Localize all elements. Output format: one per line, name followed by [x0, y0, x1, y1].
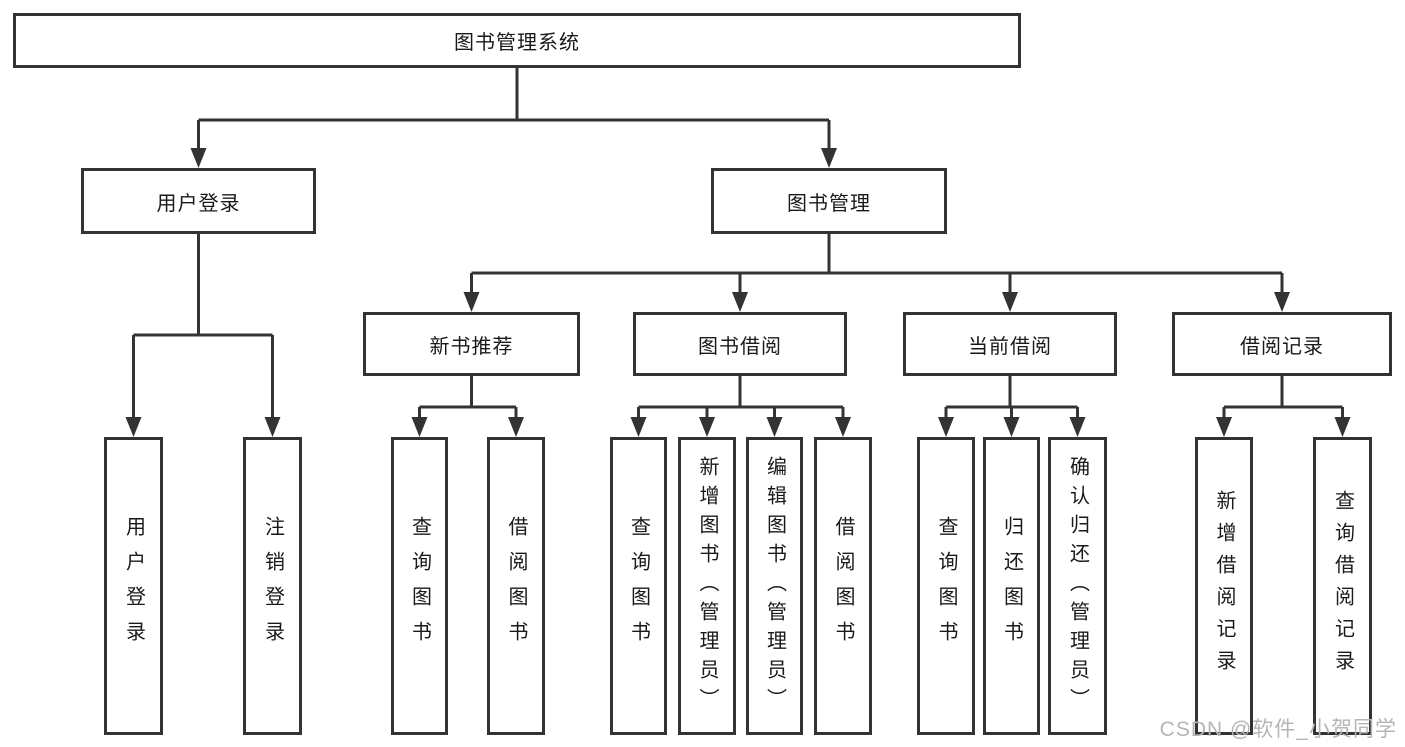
node-new-book-recommend: 新书推荐	[363, 312, 580, 376]
leaf-label: 查询借阅记录	[1331, 490, 1354, 682]
arrow-icon	[938, 417, 954, 437]
node-leaf-edit-book-admin: 编辑图书（管理员）	[746, 437, 803, 735]
leaf-label: 编辑图书（管理员）	[763, 455, 786, 717]
rail-new-book-recommend	[418, 376, 518, 421]
rail-user-login	[132, 234, 274, 421]
rail-book-management	[470, 234, 1284, 296]
arrow-icon	[1216, 417, 1232, 437]
leaf-label: 归还图书	[1000, 516, 1023, 656]
arrow-icon	[463, 292, 480, 312]
arrow-icon	[630, 417, 647, 437]
node-leaf-return-book: 归还图书	[983, 437, 1040, 735]
rail-current-borrow	[944, 376, 1079, 421]
arrow-icon	[835, 417, 851, 437]
arrow-icon	[1069, 417, 1086, 437]
leaf-label: 查询图书	[627, 516, 650, 656]
node-leaf-logout: 注销登录	[243, 437, 302, 735]
node-leaf-add-borrow-record: 新增借阅记录	[1195, 437, 1253, 735]
rail-book-borrow	[637, 376, 845, 421]
leaf-label: 新增借阅记录	[1213, 490, 1235, 682]
rail-borrow-records	[1222, 376, 1344, 421]
arrow-icon	[125, 417, 142, 437]
leaf-label: 用户登录	[122, 516, 145, 656]
node-leaf-query-borrow-record: 查询借阅记录	[1313, 437, 1372, 735]
leaf-label: 注销登录	[261, 516, 284, 656]
node-leaf-query-book-borrow: 查询图书	[610, 437, 667, 735]
leaf-label: 查询图书	[935, 516, 957, 656]
node-book-borrow: 图书借阅	[633, 312, 847, 376]
node-leaf-borrow-book: 借阅图书	[814, 437, 872, 735]
node-leaf-add-book-admin: 新增图书（管理员）	[678, 437, 736, 735]
arrow-icon	[1274, 292, 1290, 312]
node-current-borrow: 当前借阅	[903, 312, 1117, 376]
arrow-icon	[732, 292, 748, 312]
node-leaf-query-book-current: 查询图书	[917, 437, 975, 735]
node-leaf-query-book-recommend: 查询图书	[391, 437, 448, 735]
csdn-watermark: CSDN @软件_小贺同学	[1159, 718, 1397, 741]
leaf-label: 确认归还（管理员）	[1066, 455, 1089, 717]
node-borrow-records: 借阅记录	[1172, 312, 1392, 376]
leaf-label: 借阅图书	[505, 516, 527, 656]
arrow-icon	[190, 148, 207, 168]
arrow-icon	[1334, 417, 1351, 437]
leaf-label: 查询图书	[408, 516, 431, 656]
arrow-icon	[766, 417, 783, 437]
leaf-label: 借阅图书	[832, 516, 854, 656]
node-user-login-branch: 用户登录	[81, 168, 316, 234]
node-root-library-system: 图书管理系统	[13, 13, 1021, 68]
arrow-icon	[821, 148, 837, 168]
arrow-icon	[1002, 292, 1018, 312]
connector-rails	[132, 68, 1344, 421]
arrow-icon	[508, 417, 524, 437]
node-leaf-borrow-book-recommend: 借阅图书	[487, 437, 545, 735]
rail-root	[197, 68, 831, 152]
arrow-icon	[264, 417, 281, 437]
arrow-icon	[1003, 417, 1020, 437]
leaf-label: 新增图书（管理员）	[696, 455, 718, 717]
arrow-icon	[699, 417, 715, 437]
arrow-icon	[411, 417, 428, 437]
node-leaf-user-login: 用户登录	[104, 437, 163, 735]
connector-arrows	[125, 148, 1351, 437]
node-leaf-confirm-return-admin: 确认归还（管理员）	[1048, 437, 1107, 735]
node-book-management-branch: 图书管理	[711, 168, 947, 234]
